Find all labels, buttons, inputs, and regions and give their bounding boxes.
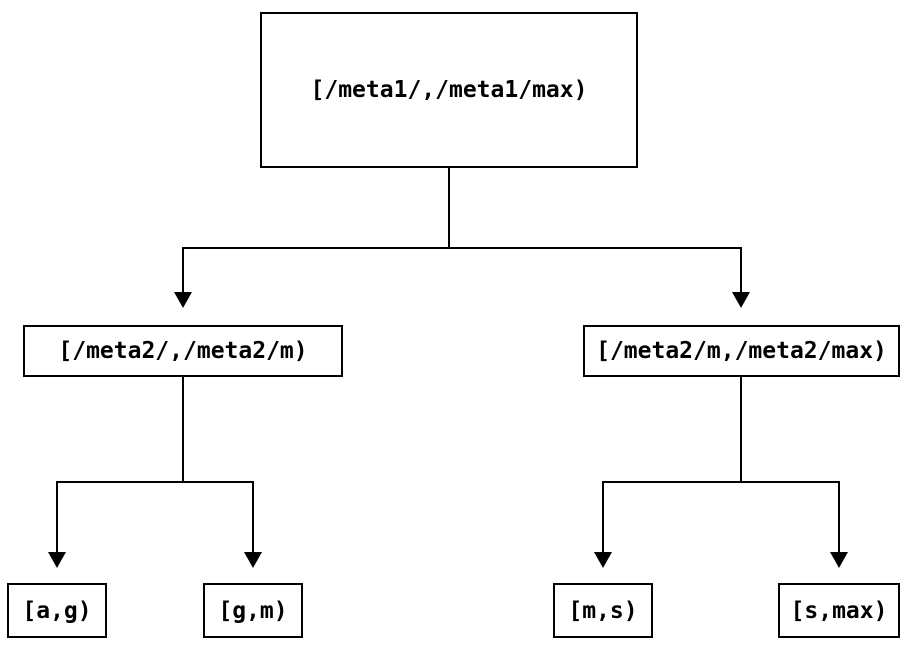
node-meta2-low-range: [/meta2/,/meta2/m) <box>23 325 343 377</box>
edge-meta2-low-branch-line <box>56 481 254 483</box>
edge-to-meta2-high-line <box>740 247 742 292</box>
node-label: [s,max) <box>790 597 888 624</box>
node-label: [/meta2/,/meta2/m) <box>58 338 308 364</box>
edge-to-meta2-low-line <box>182 247 184 292</box>
arrowhead-down-icon <box>594 552 612 568</box>
arrowhead-down-icon <box>174 292 192 308</box>
edge-to-leaf-a-g-line <box>56 481 58 552</box>
arrowhead-down-icon <box>48 552 66 568</box>
edge-meta2-high-branch-line <box>602 481 840 483</box>
node-label: [/meta2/m,/meta2/max) <box>596 338 887 364</box>
node-label: [g,m) <box>218 597 288 624</box>
node-label: [a,g) <box>22 597 92 624</box>
edge-meta2-low-stem-line <box>182 377 184 481</box>
node-meta2-high-range: [/meta2/m,/meta2/max) <box>583 325 900 377</box>
node-root-meta1-range: [/meta1/,/meta1/max) <box>260 12 638 168</box>
arrowhead-down-icon <box>244 552 262 568</box>
arrowhead-down-icon <box>830 552 848 568</box>
edge-to-leaf-s-max-line <box>838 481 840 552</box>
edge-root-branch-line <box>182 247 742 249</box>
node-leaf-a-g: [a,g) <box>7 583 107 638</box>
edge-to-leaf-m-s-line <box>602 481 604 552</box>
edge-root-stem-line <box>448 168 450 247</box>
node-leaf-g-m: [g,m) <box>203 583 303 638</box>
node-label: [/meta1/,/meta1/max) <box>310 77 588 103</box>
node-leaf-m-s: [m,s) <box>553 583 653 638</box>
arrowhead-down-icon <box>732 292 750 308</box>
node-label: [m,s) <box>568 597 638 624</box>
edge-to-leaf-g-m-line <box>252 481 254 552</box>
node-leaf-s-max: [s,max) <box>778 583 900 638</box>
edge-meta2-high-stem-line <box>740 377 742 481</box>
